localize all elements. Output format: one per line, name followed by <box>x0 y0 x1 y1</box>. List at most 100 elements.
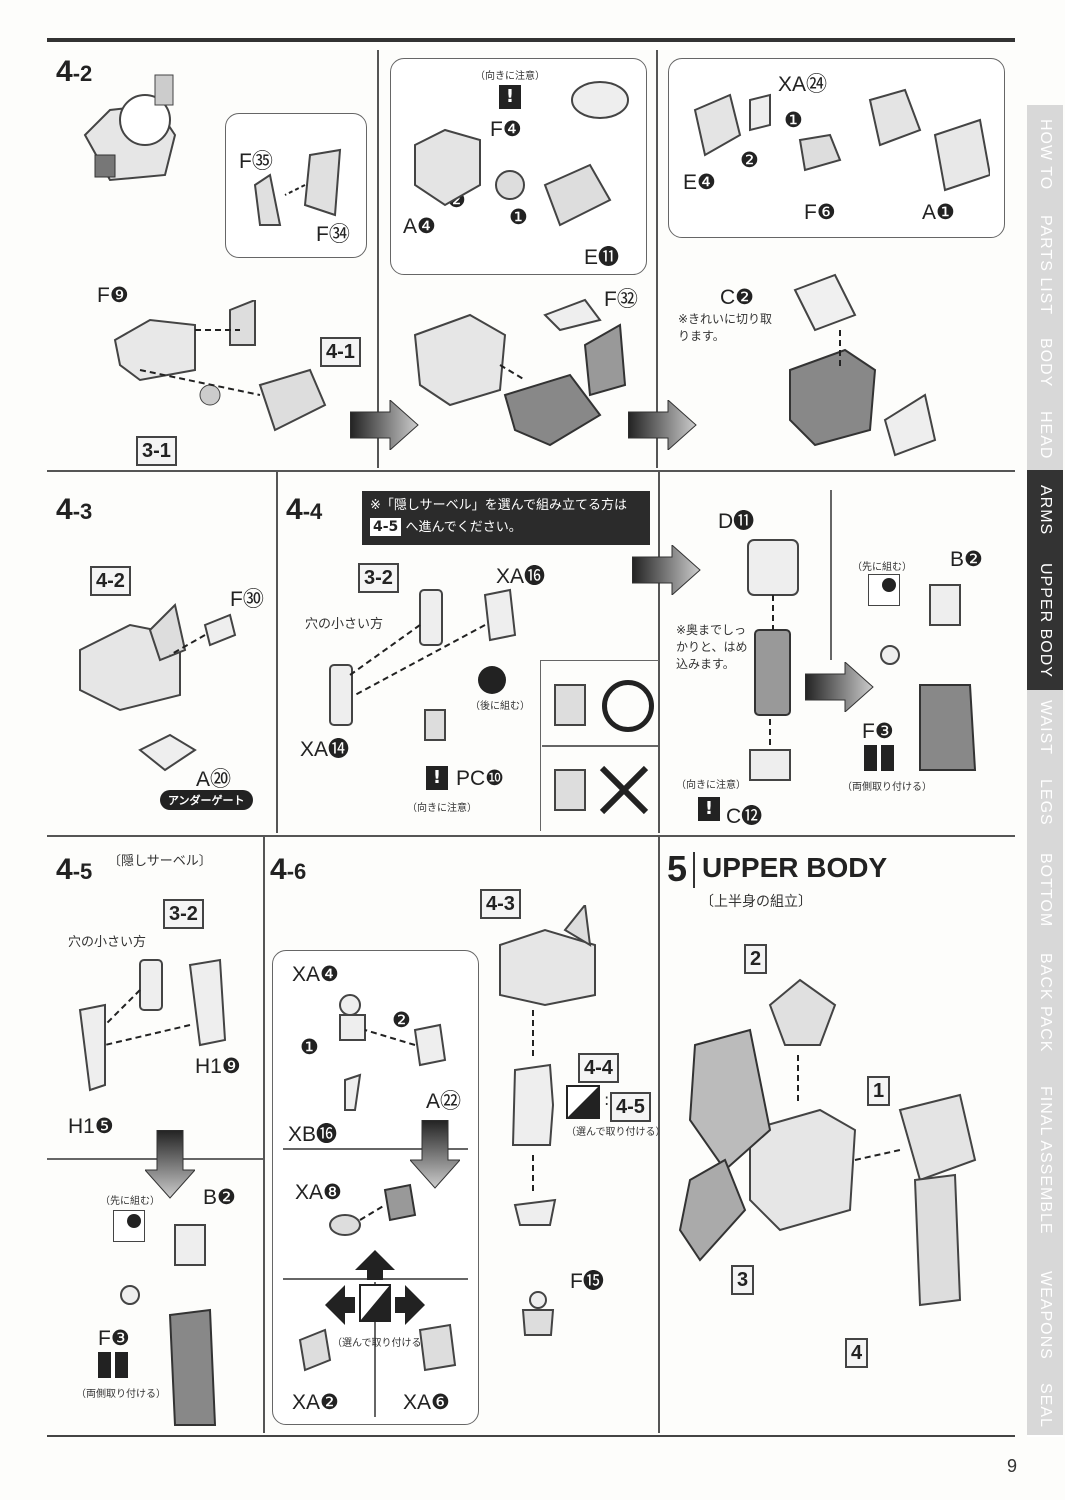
label-a20: A⑳ <box>196 768 232 791</box>
label-h15: H1❺ <box>68 1115 114 1138</box>
step46-arm-drawing <box>499 905 596 1226</box>
ref-step5-1: 1 <box>867 1076 891 1106</box>
step-5-caption: 〔上半身の組立〕 <box>700 894 812 910</box>
step44-drawing <box>329 588 517 741</box>
upper-body-assembly-drawing <box>678 978 977 1307</box>
bubble-f35-f34 <box>225 113 367 258</box>
progress-arrow-3 <box>632 545 701 595</box>
ref-4-1: 4-1 <box>320 337 361 367</box>
step-5-bar <box>693 852 695 888</box>
ref-3-2-a: 3-2 <box>358 563 399 593</box>
hand-xa8-drawing <box>329 1183 417 1236</box>
label-d11: D⓫ <box>718 510 755 533</box>
warning-icon-3: ! <box>698 797 720 821</box>
step46-drawing <box>339 994 447 1111</box>
tab-waist[interactable]: WAIST <box>1027 690 1063 767</box>
part-f-sketch <box>253 148 342 226</box>
tab-legs[interactable]: LEGS <box>1027 765 1063 842</box>
progress-arrow-1 <box>350 400 419 450</box>
label-f15: F⓯ <box>570 1270 604 1293</box>
tab-back-pack[interactable]: BACK PACK <box>1027 940 1063 1067</box>
label-c12: C⓬ <box>726 805 763 828</box>
label-c2: C❷ <box>720 286 754 309</box>
choose-icon <box>566 1085 600 1119</box>
step-4-3-number: 4-3 <box>56 493 93 526</box>
note-first: （先に組む） <box>852 562 912 573</box>
tab-seal[interactable]: SEAL <box>1027 1375 1063 1437</box>
tab-arms[interactable]: ARMS <box>1027 470 1063 552</box>
ref-step5-4: 4 <box>845 1338 869 1368</box>
label-h19: H1❾ <box>195 1055 241 1078</box>
col-divider-6 <box>658 837 660 1433</box>
tab-head[interactable]: HEAD <box>1027 400 1063 472</box>
step-4-4-number: 4-4 <box>286 493 323 526</box>
tab-upper-body[interactable]: UPPER BODY <box>1027 550 1063 692</box>
note-both-sides-a: （両側取り付ける） <box>842 782 932 793</box>
tab-weapons[interactable]: WEAPONS <box>1027 1255 1063 1377</box>
ref-4-2: 4-2 <box>90 566 131 596</box>
under-gate-badge: アンダーゲート <box>160 790 253 810</box>
col-divider-4 <box>658 472 660 833</box>
marker-1b: ❶ <box>784 109 803 132</box>
tab-bottom[interactable]: BOTTOM <box>1027 840 1063 942</box>
orientation-parts <box>554 684 586 811</box>
note-push-deep: ※奥までしっかりと、はめ込みます。 <box>676 623 748 671</box>
choose-hand-icon <box>325 1250 425 1325</box>
step-5-number: 5 <box>667 848 688 889</box>
marker-2b: ❷ <box>740 149 759 172</box>
tab-body[interactable]: BODY <box>1027 325 1063 402</box>
bottom-rule <box>47 1435 1015 1437</box>
warning-icon-2: ! <box>426 766 448 790</box>
note-both-sides-b: （両側取り付ける） <box>76 1389 166 1400</box>
note-choose: （選んで取り付ける） <box>332 1338 432 1349</box>
progress-arrow-4 <box>805 662 874 712</box>
tab-final-assemble[interactable]: FINAL ASSEMBLE <box>1027 1065 1063 1257</box>
label-xa2: XA❷ <box>292 1391 339 1414</box>
ref-step5-3: 3 <box>731 1265 755 1295</box>
label-xa16: XA⓰ <box>496 565 546 588</box>
label-f32: F㉜ <box>604 288 638 311</box>
ref-4-3: 4-3 <box>480 889 521 919</box>
step45-drawing <box>78 958 227 1092</box>
step42-main-drawing <box>113 300 327 432</box>
tab-how-to[interactable]: HOW TO <box>1027 105 1063 207</box>
label-a1: A❶ <box>922 201 955 224</box>
step44-b2-drawing <box>880 584 977 771</box>
label-f35: F㉟ <box>239 150 273 173</box>
step43-drawing <box>79 603 237 772</box>
first-assemble-icon <box>868 574 900 606</box>
label-xa24: XA㉔ <box>778 73 828 96</box>
note-choose-2: （選んで取り付ける） <box>566 1127 666 1138</box>
label-f30: F㉚ <box>230 588 264 611</box>
marker-1: ❶ <box>509 206 528 229</box>
row-divider-2 <box>47 835 1015 837</box>
label-xa6: XA❻ <box>403 1391 450 1414</box>
step-4-5-caption: 〔隠しサーベル〕 <box>108 854 212 869</box>
both-sides-icon-b <box>98 1352 128 1378</box>
divider-4-6-a <box>283 1148 468 1150</box>
page-number: 9 <box>1007 1456 1018 1476</box>
down-arrow-2 <box>410 1120 460 1189</box>
ref-4-5: 4-5 <box>610 1092 651 1122</box>
hands-drawing <box>298 1323 457 1372</box>
marker-1c: ❶ <box>300 1036 319 1059</box>
step42-right-main-drawing <box>789 273 937 457</box>
step42-right-bubble-drawing <box>693 88 990 192</box>
label-b2-b: B❷ <box>203 1186 236 1209</box>
warning-icon: ! <box>499 85 521 109</box>
top-rule <box>47 38 1015 42</box>
tab-parts-list[interactable]: PARTS LIST <box>1027 205 1063 327</box>
label-f3-a: F❸ <box>862 720 894 743</box>
ref-4-4: 4-4 <box>578 1053 619 1083</box>
step42-mid-drawing <box>413 298 627 447</box>
ref-3-2-b: 3-2 <box>163 899 204 929</box>
step-4-2-number: 4-2 <box>56 55 93 88</box>
label-xa14: XA⓮ <box>300 738 350 761</box>
col-divider-1 <box>377 50 379 468</box>
divider-4-5 <box>47 1158 263 1160</box>
wrong-orientation-icon <box>599 765 649 815</box>
divider-b2 <box>830 490 832 660</box>
ref-3-1: 3-1 <box>136 436 177 466</box>
orientation-box <box>540 660 659 831</box>
label-e4: E❹ <box>683 171 716 194</box>
